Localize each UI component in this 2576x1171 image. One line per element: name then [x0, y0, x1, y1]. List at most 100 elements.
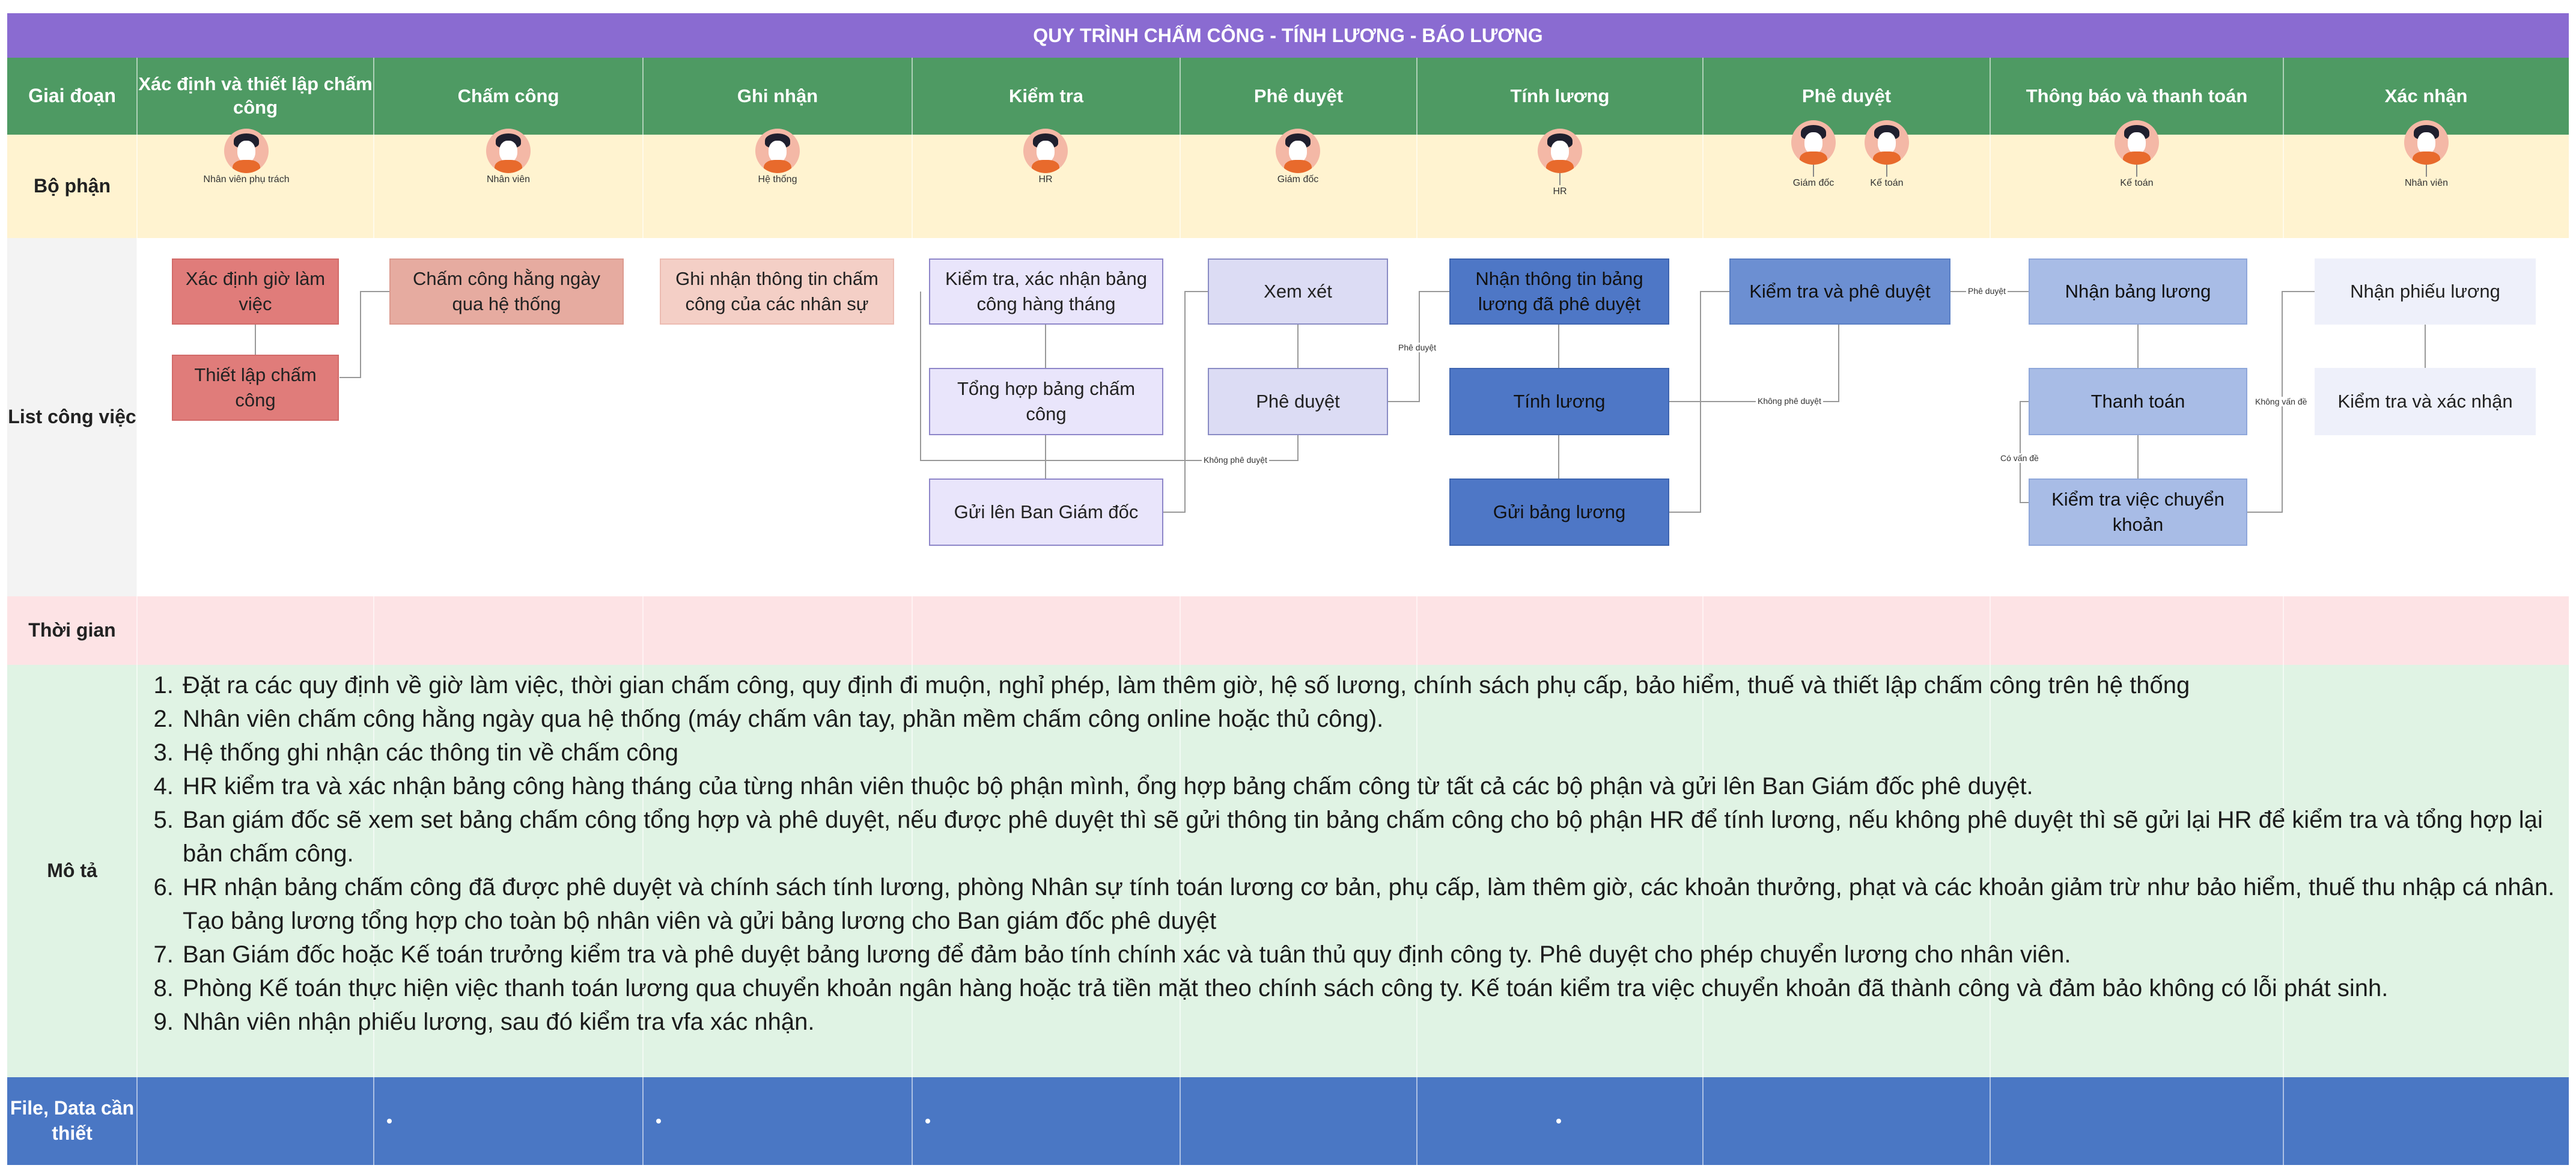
department-name: Nhân viên: [2404, 178, 2449, 188]
file-bullet: [656, 1119, 661, 1124]
task-check-transfer: Kiểm tra việc chuyển khoản: [2029, 478, 2247, 546]
task-receive-payroll: Nhận bảng lương: [2029, 258, 2247, 325]
person-icon: [1791, 120, 1836, 165]
department-name: HR: [1553, 186, 1567, 197]
file-bullet: [387, 1119, 392, 1124]
phase-7: Phê duyệt: [1801, 85, 1892, 106]
column-divider: [1990, 58, 1991, 1165]
department-7: Giám đốc: [1747, 120, 1880, 189]
department-name: Kế toán: [1870, 178, 1904, 188]
tasks-row-label: List công việc: [8, 406, 136, 428]
description-item: Ban giám đốc sẽ xem set bảng chấm công t…: [180, 803, 2576, 870]
flow-label-rejected: Không phê duyệt: [1202, 455, 1269, 465]
phase-1: Xác định và thiết lập chấm công: [138, 73, 373, 118]
department-row-label: Bộ phận: [34, 175, 111, 197]
department-3: Hệ thống: [711, 129, 844, 185]
column-divider: [136, 58, 138, 1165]
file-bullet: [1556, 1119, 1561, 1124]
task-receive-approved: Nhận thông tin bảng lương đã phê duyệt: [1449, 258, 1669, 325]
description-item: HR nhận bảng chấm công đã được phê duyệt…: [180, 870, 2576, 938]
description-item: Ban Giám đốc hoặc Kế toán trưởng kiểm tr…: [180, 938, 2576, 971]
description-item: Đặt ra các quy định về giờ làm việc, thờ…: [180, 668, 2576, 702]
column-divider: [1416, 58, 1417, 1165]
department-5: Giám đốc: [1232, 129, 1364, 185]
files-row-label: File, Data cần thiết: [10, 1097, 135, 1144]
task-review: Xem xét: [1208, 258, 1388, 325]
task-send-payroll: Gửi bảng lương: [1449, 478, 1669, 546]
flow-label-approved: Phê duyệt: [1966, 286, 2008, 296]
task-compile-attendance: Tổng hợp bảng chấm công: [929, 368, 1163, 435]
phase-8: Thông báo và thanh toán: [2026, 85, 2248, 106]
person-icon: [1865, 120, 1909, 165]
phase-4: Kiểm tra: [1008, 85, 1084, 106]
phase-row-label: Giai đoạn: [28, 85, 116, 107]
person-icon: [2404, 120, 2449, 165]
task-define-hours: Xác định giờ làm việc: [172, 258, 339, 325]
person-icon: [755, 129, 800, 173]
person-icon: [2115, 120, 2159, 165]
department-10: Nhân viên: [2360, 120, 2492, 189]
department-name: Hệ thống: [758, 174, 797, 185]
phase-5: Phê duyệt: [1253, 85, 1344, 106]
connector: [1886, 165, 1887, 177]
person-icon: [224, 129, 269, 173]
description-row-label: Mô tả: [47, 860, 97, 882]
phase-2: Chấm công: [457, 85, 559, 106]
phase-9: Xác nhận: [2384, 85, 2468, 106]
column-divider: [2283, 58, 2284, 1165]
tasks-label-cell: [7, 238, 137, 596]
task-check-approve-payroll: Kiểm tra và phê duyệt: [1729, 258, 1950, 325]
department-name: Nhân viên phụ trách: [203, 174, 290, 185]
description-item: Hệ thống ghi nhận các thông tin về chấm …: [180, 736, 2576, 769]
person-icon: [1538, 129, 1582, 173]
column-divider: [1180, 58, 1181, 1165]
phase-6: Tính lương: [1510, 85, 1610, 106]
task-record-attendance: Ghi nhận thông tin chấm công của các nhâ…: [660, 258, 894, 325]
department-name: Giám đốc: [1277, 174, 1319, 185]
department-4: HR: [979, 129, 1112, 185]
department-9: Kế toán: [2071, 120, 2203, 189]
connector: [1813, 165, 1814, 177]
connector: [2136, 165, 2137, 177]
person-icon: [1023, 129, 1068, 173]
task-approve: Phê duyệt: [1208, 368, 1388, 435]
department-name: HR: [1038, 174, 1053, 185]
phase-3: Ghi nhận: [737, 85, 818, 106]
task-payment: Thanh toán: [2029, 368, 2247, 435]
task-receive-payslip: Nhận phiếu lương: [2315, 258, 2536, 325]
description-row: [7, 665, 2569, 1077]
person-icon: [486, 129, 531, 173]
time-row: [7, 596, 2569, 665]
column-divider: [1702, 58, 1704, 1165]
time-row-label: Thời gian: [28, 619, 116, 641]
file-bullet: [925, 1119, 930, 1124]
department-6: HR: [1494, 129, 1626, 197]
column-divider: [912, 58, 913, 1165]
department-name: Giám đốc: [1792, 178, 1835, 188]
description-item: Nhân viên chấm công hằng ngày qua hệ thố…: [180, 702, 2576, 736]
department-name: Nhân viên: [486, 174, 531, 185]
department-8: Kế toán: [1821, 120, 1953, 189]
files-row: [7, 1077, 2569, 1165]
task-setup-attendance: Thiết lập chấm công: [172, 355, 339, 421]
connector: [1559, 173, 1561, 185]
department-name: Kế toán: [2120, 178, 2154, 188]
description-item: Phòng Kế toán thực hiện việc thanh toán …: [180, 971, 2576, 1005]
column-divider: [642, 58, 644, 1165]
department-2: Nhân viên: [442, 129, 574, 185]
column-divider: [373, 58, 374, 1165]
flow-label-issue: Có vấn đề: [1999, 453, 2041, 463]
description-item: HR kiểm tra và xác nhận bảng công hàng t…: [180, 769, 2576, 803]
description-item: Nhân viên nhận phiếu lương, sau đó kiểm …: [180, 1005, 2576, 1039]
task-calculate-salary: Tính lương: [1449, 368, 1669, 435]
diagram-title: QUY TRÌNH CHẤM CÔNG - TÍNH LƯƠNG - BÁO L…: [7, 13, 2569, 58]
task-check-confirm: Kiểm tra và xác nhận: [2315, 368, 2536, 435]
task-daily-attendance: Chấm công hằng ngày qua hệ thống: [389, 258, 624, 325]
task-check-monthly: Kiểm tra, xác nhận bảng công hàng tháng: [929, 258, 1163, 325]
flow-label-no-issue: Không vấn đề: [2253, 397, 2309, 406]
department-1: Nhân viên phụ trách: [180, 129, 312, 185]
connector: [2426, 165, 2427, 177]
description-list: Đặt ra các quy định về giờ làm việc, thờ…: [156, 668, 2576, 1039]
flow-label-approved: Phê duyệt: [1396, 343, 1439, 352]
